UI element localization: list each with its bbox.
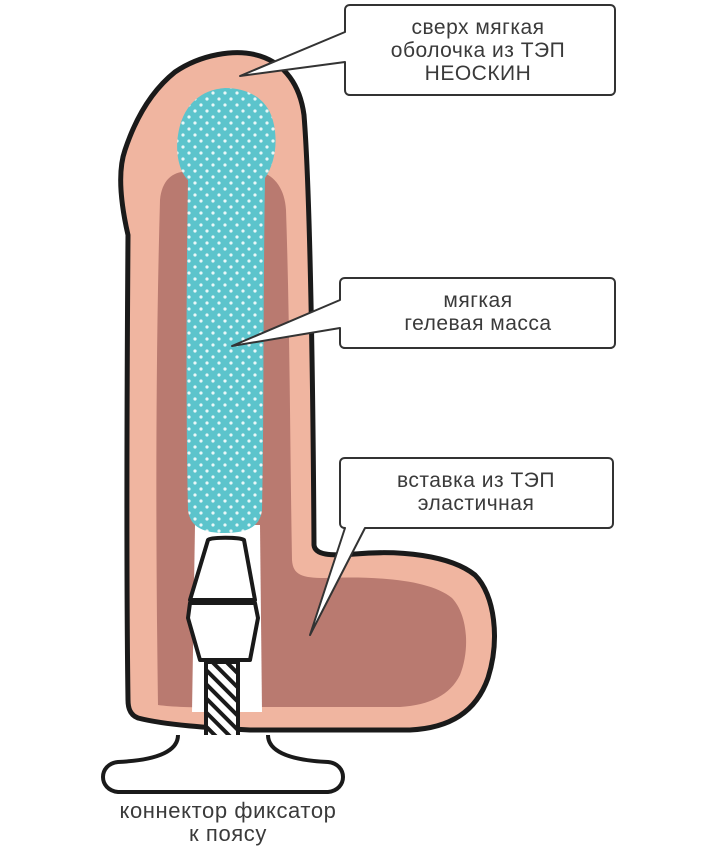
- outer-shell-label-line1: сверх мягкая: [411, 16, 544, 39]
- connector-body: [186, 535, 260, 662]
- outer-shell-label-line2: оболочка из ТЭП: [391, 39, 565, 62]
- insert-label-line1: вставка из ТЭП: [397, 469, 555, 492]
- connector-caption: коннектор фиксатор к поясу: [119, 798, 336, 846]
- callout-outer-shell: сверх мягкая оболочка из ТЭП НЕОСКИН: [239, 4, 616, 96]
- connector-label-line1: коннектор фиксатор: [119, 798, 336, 823]
- base-plate: [101, 734, 345, 794]
- callout-insert: вставка из ТЭП эластичная: [309, 457, 614, 636]
- insert-label-line2: эластичная: [418, 492, 535, 515]
- gel-core-label-line1: мягкая: [443, 289, 512, 312]
- gel-core-label-line2: гелевая масса: [404, 312, 551, 335]
- connector-label-line2: к поясу: [189, 821, 267, 846]
- gel-core-shape: [177, 88, 276, 533]
- outer-shell-label-line3: НЕОСКИН: [425, 62, 532, 85]
- callout-gel-core: мягкая гелевая масса: [231, 277, 616, 349]
